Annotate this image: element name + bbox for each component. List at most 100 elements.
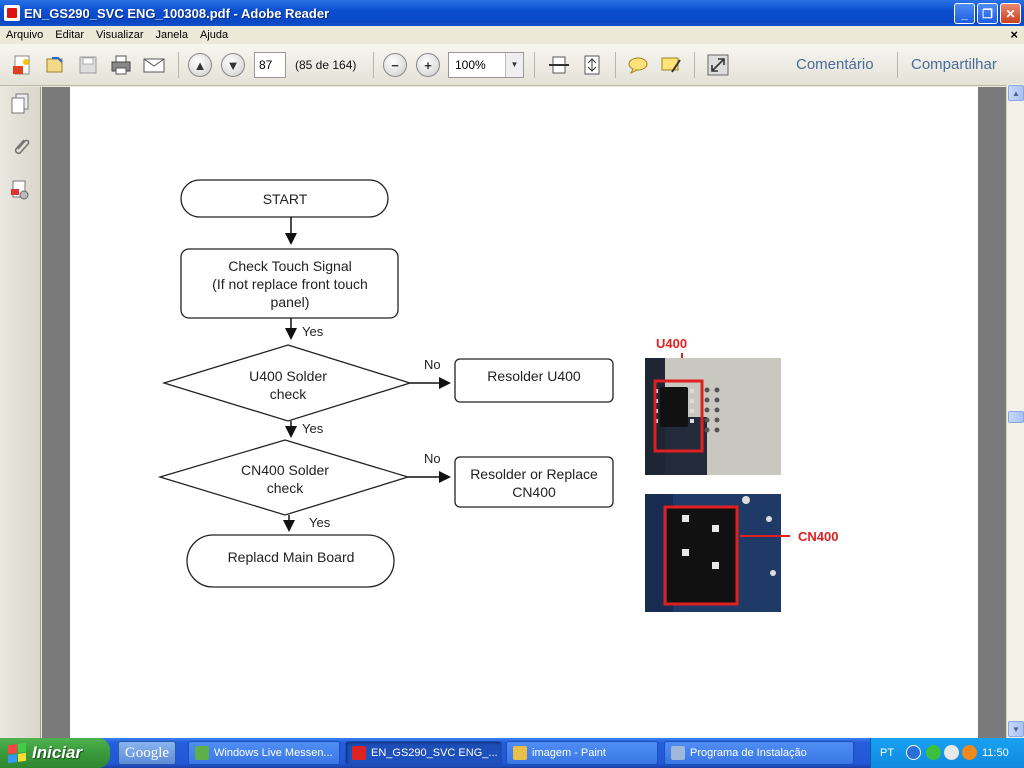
replace-board-label: Replacd Main Board — [228, 549, 355, 565]
paint-icon — [513, 746, 527, 760]
yes-label-3: Yes — [309, 515, 331, 530]
attachments-icon[interactable] — [8, 135, 32, 159]
fit-width-icon[interactable] — [547, 53, 571, 77]
pages-icon[interactable] — [8, 92, 32, 116]
start-button[interactable]: Iniciar — [0, 738, 110, 768]
share-button[interactable]: Compartilhar — [911, 56, 997, 73]
pdf-page: START Check Touch Signal (If not replace… — [70, 87, 978, 738]
windows-logo-icon — [8, 742, 26, 764]
toolbar-separator — [534, 52, 535, 78]
cn400-board-photo — [645, 494, 781, 612]
no-label-1: No — [424, 357, 441, 372]
task-windows-live-messenger[interactable]: Windows Live Messen... — [188, 741, 340, 765]
task-label: EN_GS290_SVC ENG_... — [371, 747, 498, 759]
document-viewport[interactable]: START Check Touch Signal (If not replace… — [42, 87, 1006, 738]
start-terminal — [180, 179, 389, 218]
check-touch-line2: (If not replace front touch — [212, 276, 368, 292]
signatures-icon[interactable] — [8, 178, 32, 202]
messenger-icon — [195, 746, 209, 760]
task-label: imagem - Paint — [532, 747, 606, 759]
chevron-down-icon[interactable]: ▼ — [505, 53, 523, 77]
u400-decision-line2: check — [270, 386, 308, 402]
previous-page-button[interactable]: ▲ — [188, 53, 212, 77]
google-toolbar-button[interactable]: Google — [118, 741, 176, 765]
tray-network-icon[interactable] — [962, 745, 977, 760]
task-adobe-reader[interactable]: EN_GS290_SVC ENG_... — [345, 741, 502, 765]
menu-ajuda[interactable]: Ajuda — [199, 29, 229, 41]
vertical-scrollbar[interactable]: ▲ ▼ — [1006, 84, 1024, 738]
task-paint[interactable]: imagem - Paint — [506, 741, 658, 765]
open-file-icon[interactable] — [43, 53, 67, 77]
u400-decision-line1: U400 Solder — [249, 368, 327, 384]
print-icon[interactable] — [109, 53, 133, 77]
tray-app-icon[interactable] — [926, 745, 941, 760]
resolder-u400-label: Resolder U400 — [487, 368, 581, 384]
taskbar: Iniciar Google Windows Live Messen... EN… — [0, 738, 1024, 768]
check-touch-line3: panel) — [271, 294, 310, 310]
next-page-button[interactable]: ▼ — [221, 53, 245, 77]
language-indicator[interactable]: PT — [880, 747, 895, 759]
toolbar-separator — [373, 52, 374, 78]
create-pdf-icon[interactable] — [10, 53, 34, 77]
maximize-button[interactable]: ❐ — [977, 3, 998, 24]
comment-button[interactable]: Comentário — [796, 56, 874, 73]
yes-label-1: Yes — [302, 324, 324, 339]
resolder-cn400-line1: Resolder or Replace — [470, 466, 598, 482]
resolder-cn400-line2: CN400 — [512, 484, 556, 500]
adobe-reader-icon — [4, 5, 20, 21]
navigation-panel — [0, 87, 41, 738]
u400-photo-label: U400 — [656, 336, 687, 351]
full-screen-icon[interactable] — [706, 53, 730, 77]
comment-note-icon[interactable] — [626, 53, 650, 77]
adobe-reader-icon — [352, 746, 366, 760]
clock: 11:50 — [982, 747, 1009, 759]
system-tray: PT 11:50 — [870, 738, 1024, 768]
window-title: EN_GS290_SVC ENG_100308.pdf - Adobe Read… — [24, 5, 330, 21]
zoom-value: 100% — [455, 58, 486, 72]
scroll-up-arrow-icon[interactable]: ▲ — [1008, 85, 1024, 101]
tray-volume-icon[interactable] — [944, 745, 959, 760]
zoom-select[interactable]: 100% ▼ — [448, 52, 524, 78]
toolbar-separator — [694, 52, 695, 78]
replace-board-terminal — [186, 534, 395, 588]
setup-icon — [671, 746, 685, 760]
zoom-out-button[interactable]: − — [383, 53, 407, 77]
check-touch-box — [180, 248, 399, 319]
resolder-cn400-box — [454, 456, 614, 508]
save-icon[interactable] — [76, 53, 100, 77]
menu-visualizar[interactable]: Visualizar — [96, 29, 144, 41]
page-number-input[interactable]: 87 — [254, 52, 286, 78]
toolbar-separator — [897, 52, 898, 78]
scroll-thumb[interactable] — [1008, 411, 1024, 423]
menu-arquivo[interactable]: Arquivo — [6, 29, 44, 41]
task-label: Windows Live Messen... — [214, 747, 333, 759]
cn400-decision-line1: CN400 Solder — [241, 462, 329, 478]
menu-janela[interactable]: Janela — [155, 29, 188, 41]
toolbar-separator — [178, 52, 179, 78]
menu-editar[interactable]: Editar — [55, 29, 85, 41]
start-label: START — [263, 191, 308, 207]
title-bar[interactable]: EN_GS290_SVC ENG_100308.pdf - Adobe Read… — [0, 0, 1024, 26]
task-label: Programa de Instalação — [690, 747, 807, 759]
resolder-u400-box — [454, 358, 614, 403]
flowchart-diagram: START Check Touch Signal (If not replace… — [157, 179, 838, 612]
scroll-down-arrow-icon[interactable]: ▼ — [1008, 721, 1024, 737]
zoom-in-button[interactable]: + — [416, 53, 440, 77]
start-label: Iniciar — [32, 743, 83, 762]
u400-decision — [161, 344, 413, 422]
cn400-photo-label: CN400 — [798, 529, 838, 544]
document-close-icon[interactable]: × — [1010, 27, 1018, 42]
highlight-text-icon[interactable] — [659, 53, 683, 77]
check-touch-line1: Check Touch Signal — [228, 258, 351, 274]
cn400-decision-line2: check — [267, 480, 305, 496]
yes-label-2: Yes — [302, 421, 324, 436]
close-button[interactable]: ✕ — [1000, 3, 1021, 24]
task-setup-program[interactable]: Programa de Instalação — [664, 741, 854, 765]
tray-collapse-icon[interactable] — [906, 745, 921, 760]
no-label-2: No — [424, 451, 441, 466]
email-icon[interactable] — [142, 53, 166, 77]
minimize-button[interactable]: _ — [954, 3, 975, 24]
cn400-decision — [157, 439, 411, 516]
menu-bar: Arquivo Editar Visualizar Janela Ajuda × — [0, 26, 1024, 44]
fit-page-icon[interactable] — [580, 53, 604, 77]
